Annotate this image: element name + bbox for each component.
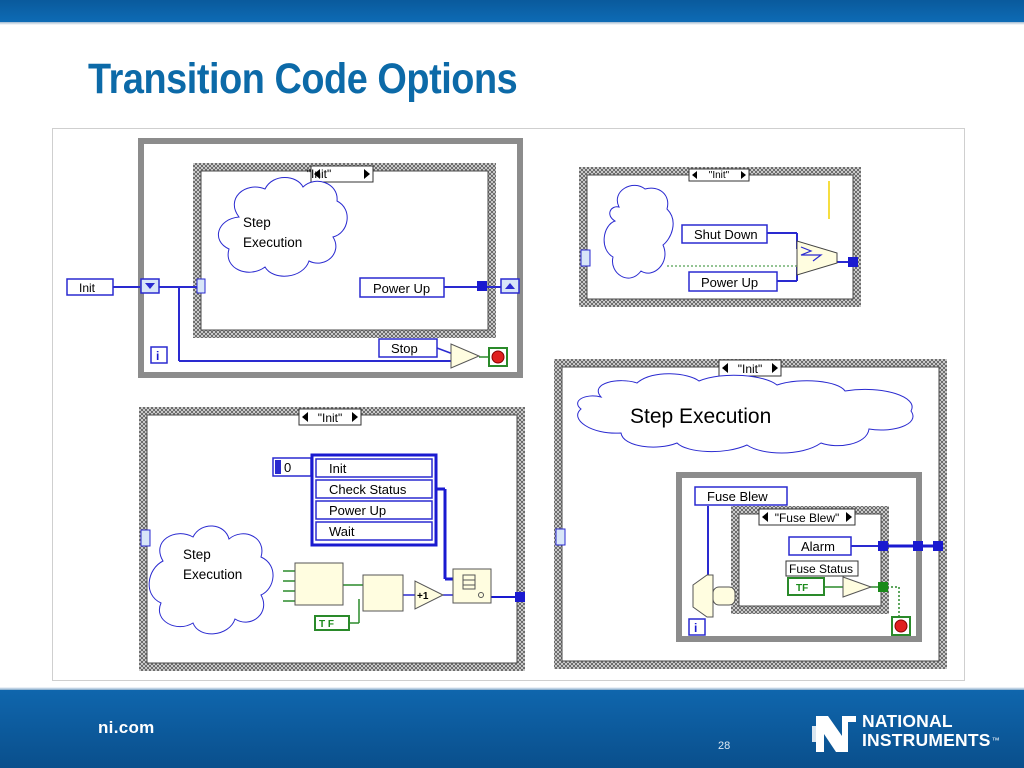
index-constant-label: 0 xyxy=(284,460,291,475)
case-next-arrow[interactable] xyxy=(364,169,370,179)
equal-comparison-node[interactable] xyxy=(450,343,481,369)
slide-title: Transition Code Options xyxy=(88,55,518,103)
stop-enum-constant[interactable] xyxy=(378,338,438,358)
diagram-select-node xyxy=(579,167,861,307)
case-selector-terminal-2 xyxy=(580,249,591,267)
enum-array-items: Init Check Status Power Up Wait xyxy=(315,458,433,541)
iteration-label: i xyxy=(156,349,159,363)
iteration-terminal xyxy=(150,346,168,364)
ni-logo-icon xyxy=(812,716,856,752)
array-item-2: Power Up xyxy=(329,503,386,518)
alarm-enum-constant[interactable] xyxy=(788,536,852,556)
fuse-status-label: Fuse Status xyxy=(789,562,853,576)
inner-case-label: "Fuse Blew" xyxy=(775,511,840,525)
case-selector[interactable] xyxy=(310,165,374,183)
case-selector-3[interactable] xyxy=(298,408,362,426)
ni-logo-text: NATIONAL INSTRUMENTS™ xyxy=(862,712,1000,750)
footer-bar xyxy=(0,687,1024,768)
build-array-node[interactable] xyxy=(294,562,344,606)
inner-while-loop-frame xyxy=(676,472,922,642)
step-execution-cloud-3 xyxy=(148,525,274,635)
power-up-enum-constant-2[interactable] xyxy=(688,271,778,292)
logo-line-national: NATIONAL xyxy=(862,711,953,731)
case-selector-terminal-3 xyxy=(140,529,151,547)
output-tunnel-3 xyxy=(515,592,525,602)
init-constant-label: Init xyxy=(79,281,96,295)
diagram-while-loop-case xyxy=(66,138,523,378)
step-execution-cloud xyxy=(218,177,348,277)
block-diagram-figure: "Init" Init Power Up Stop i "Init" Shut … xyxy=(52,128,965,681)
diagram-nested-loop xyxy=(554,359,947,669)
inner-case-selector[interactable] xyxy=(758,508,856,526)
shut-down-constant-label: Shut Down xyxy=(694,227,758,242)
iteration-terminal-4 xyxy=(688,618,706,636)
logo-line-instruments: INSTRUMENTS xyxy=(862,730,991,750)
case-selector-terminal xyxy=(196,278,206,294)
footer-site-link[interactable]: ni.com xyxy=(98,718,155,737)
case-selector-2[interactable] xyxy=(688,168,750,182)
stop-constant-label: Stop xyxy=(391,341,418,356)
power-up-constant-label-2: Power Up xyxy=(701,275,758,290)
output-tunnel xyxy=(477,281,487,291)
array-item-1: Check Status xyxy=(329,482,407,497)
fuse-blew-enum-constant[interactable] xyxy=(694,486,788,506)
array-item-0: Init xyxy=(329,461,347,476)
page-number: 28 xyxy=(718,740,731,752)
shut-down-enum-constant[interactable] xyxy=(681,224,768,244)
case-label-4: "Init" xyxy=(738,362,763,376)
fuse-status-bool-label: TF xyxy=(796,583,808,594)
output-tunnel-2 xyxy=(848,257,858,267)
step-execution-cloud-4 xyxy=(577,373,914,454)
unbundle-node[interactable] xyxy=(692,574,714,618)
case-label-2: "Init" xyxy=(709,170,730,181)
diagrams-canvas: "Init" Init Power Up Stop i "Init" Shut … xyxy=(66,138,947,671)
case-label-3: "Init" xyxy=(318,411,343,425)
power-up-enum-constant[interactable] xyxy=(359,277,445,298)
iteration-label-4: i xyxy=(694,621,697,635)
init-enum-constant[interactable] xyxy=(66,278,114,296)
power-up-constant-label: Power Up xyxy=(373,281,430,296)
step-execution-caption-4: Step Execution xyxy=(630,405,772,428)
logo-trademark: ™ xyxy=(991,736,1000,745)
array-item-3: Wait xyxy=(329,524,355,539)
case-label-1: "Init" xyxy=(307,167,332,181)
top-banner xyxy=(0,0,1024,25)
index-array-node[interactable] xyxy=(452,568,492,604)
bool-constant-label: T F xyxy=(319,619,334,630)
cloud-shape-2 xyxy=(603,184,674,279)
increment-label: +1 xyxy=(417,591,429,602)
fuse-blew-constant-label: Fuse Blew xyxy=(707,489,768,504)
case-prev-arrow[interactable] xyxy=(314,169,320,179)
search-array-node[interactable] xyxy=(362,574,404,612)
case-selector-terminal-4 xyxy=(555,528,566,546)
fuse-status-label-box xyxy=(785,560,859,577)
while-loop-frame xyxy=(138,138,523,378)
boolean-constant[interactable] xyxy=(314,615,350,631)
fuse-status-terminal[interactable] xyxy=(787,577,825,596)
increment-node[interactable] xyxy=(414,580,445,610)
alarm-constant-label: Alarm xyxy=(801,539,835,554)
not-equal-node[interactable] xyxy=(842,576,873,598)
